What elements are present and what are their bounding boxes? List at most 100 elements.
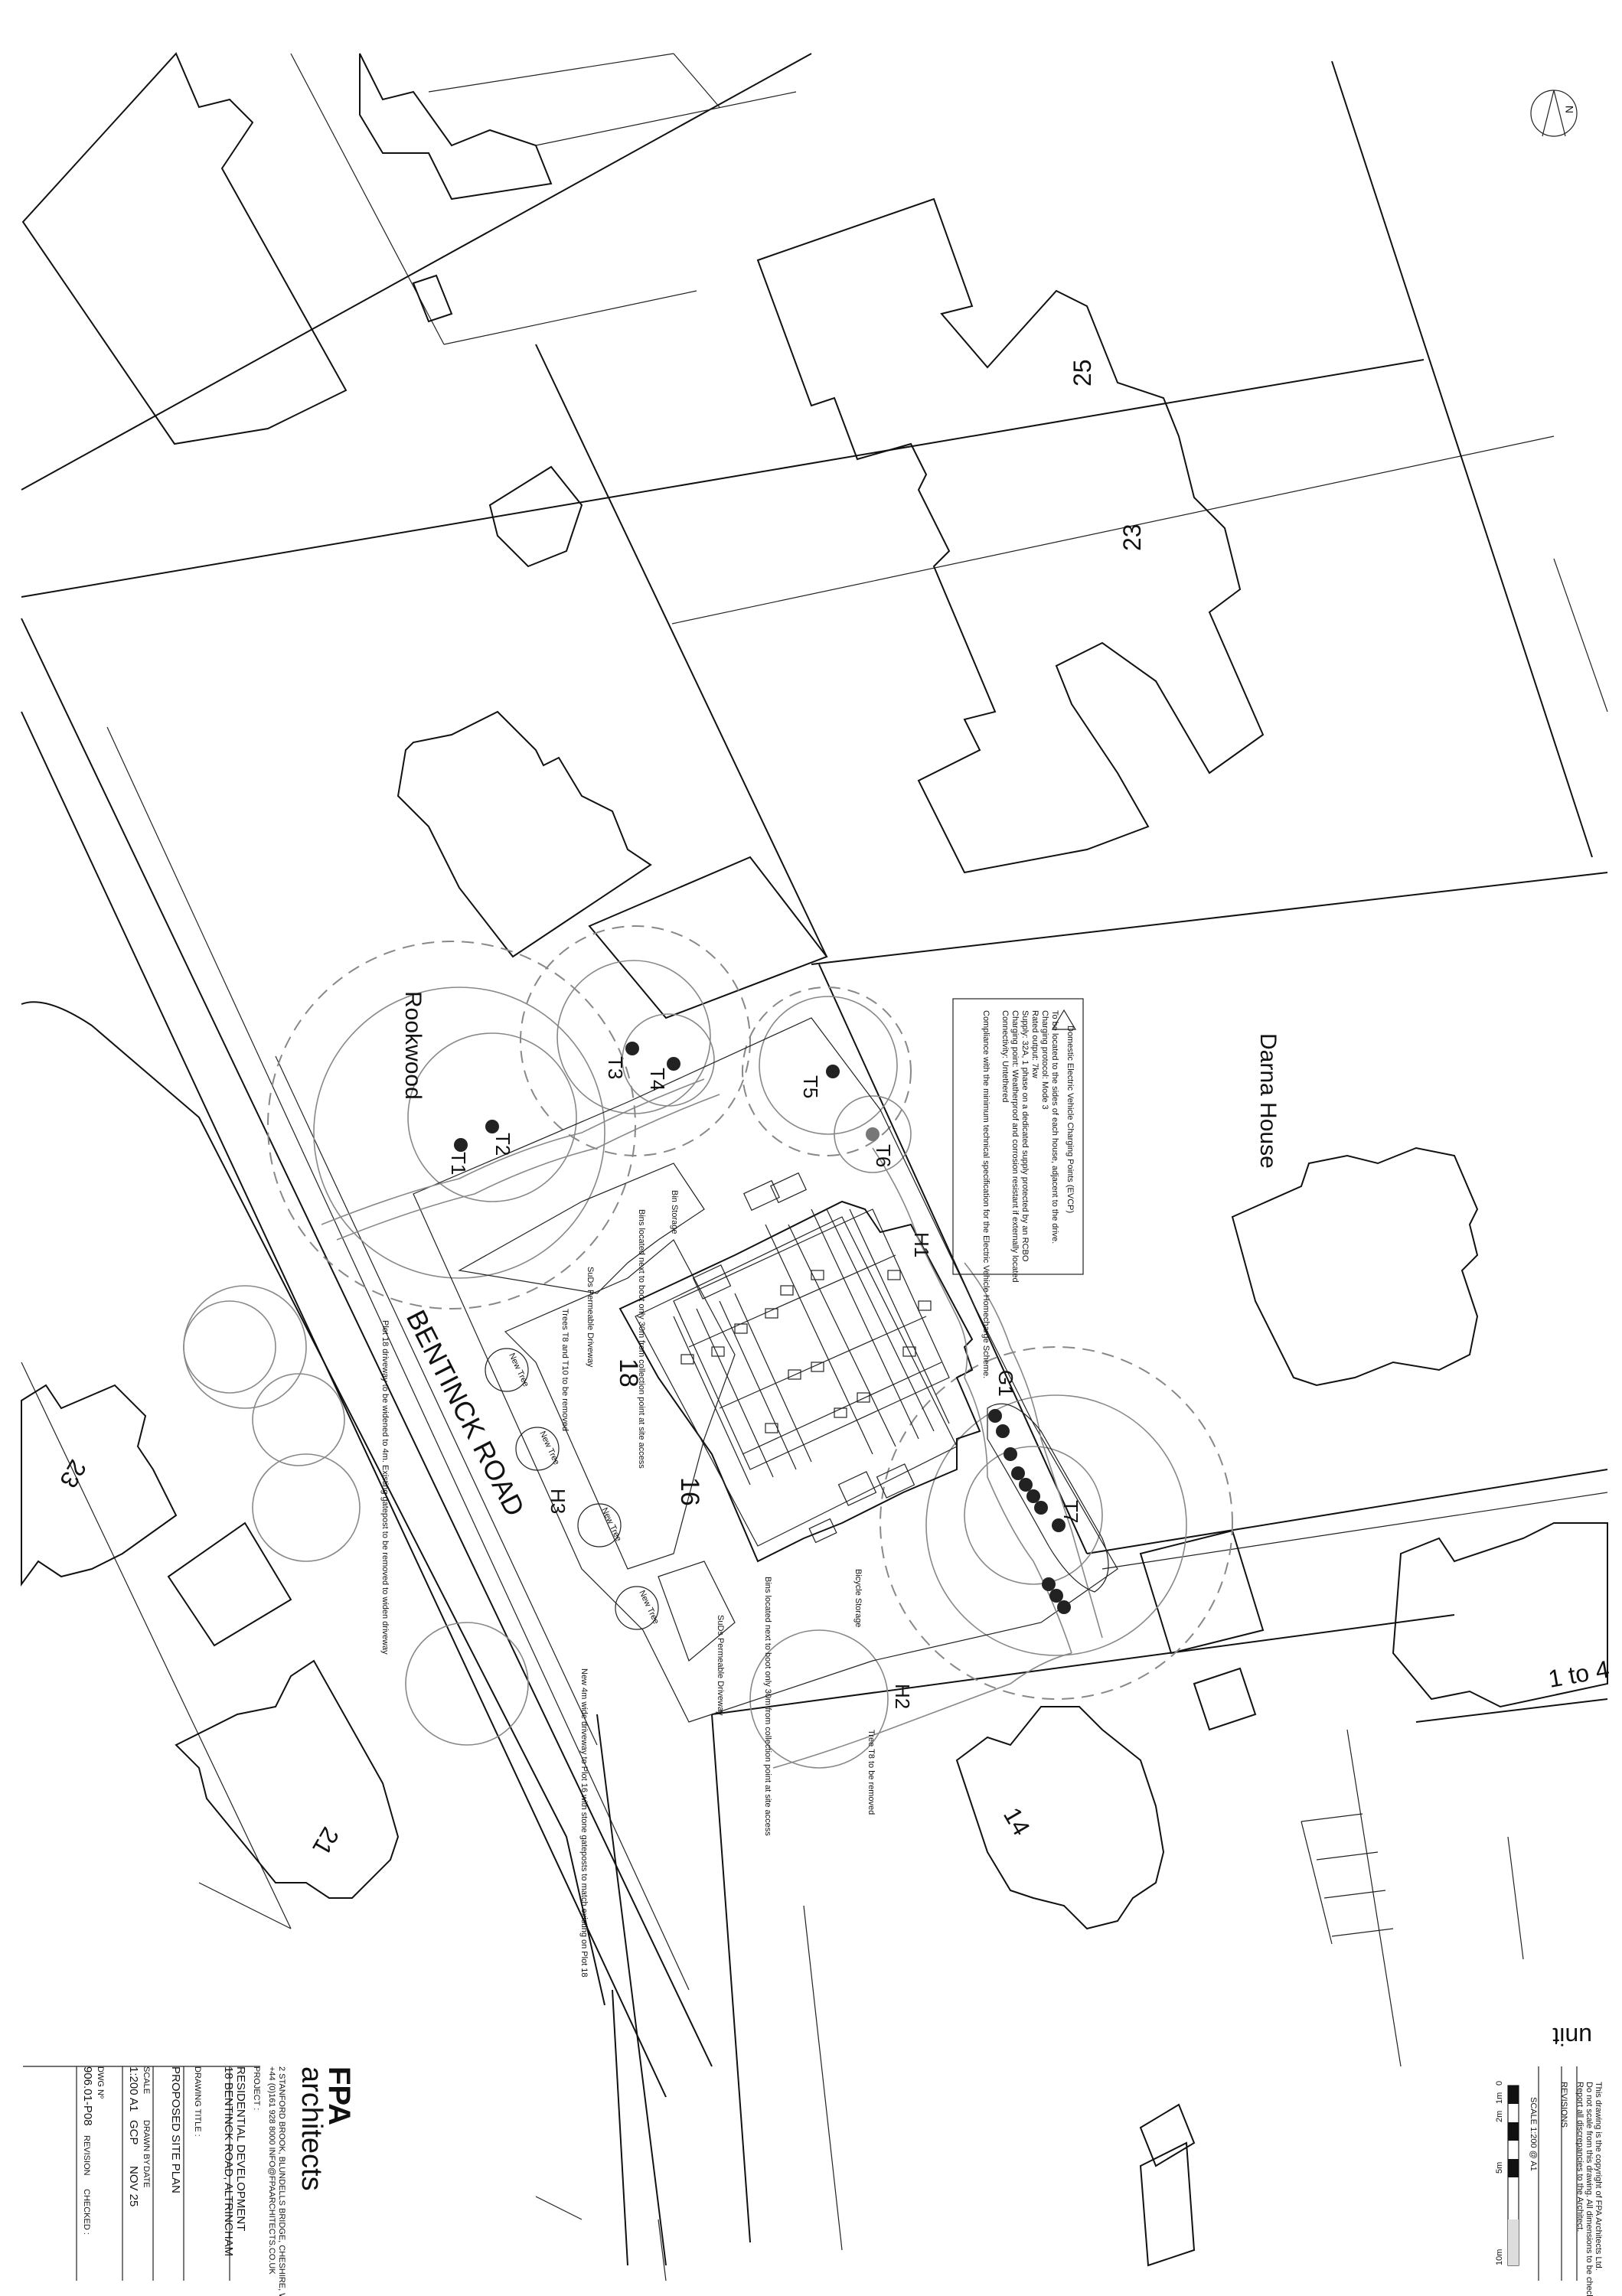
company-contact: +44 (0)161 928 8000 INFO@FPAARCHITECTS.C…	[267, 2066, 276, 2275]
label-t1: T1	[447, 1152, 470, 1175]
bicycle-storage-label: Bicycle Storage	[853, 1569, 863, 1627]
project-line-2: 18 BENTINCK ROAD, ALTRINCHAM	[222, 2066, 235, 2256]
building-rookwood-garage	[588, 856, 828, 1019]
label-t5: T5	[799, 1075, 822, 1098]
suds-driveway-1: SuDs Permeable Driveway	[586, 1267, 595, 1368]
building-21	[175, 1659, 400, 1899]
scale-label: SCALE	[142, 2066, 151, 2094]
ev-note-line-2: Charging protocol: Mode 3	[1040, 1010, 1049, 1110]
label-plot-18: 18	[614, 1358, 643, 1388]
building-rookwood	[397, 710, 652, 958]
project-line-1: RESIDENTIAL DEVELOPMENT	[234, 2066, 247, 2231]
scale-tick-0: 0	[1495, 2081, 1504, 2086]
ev-note-line-3: Rated output: 7kw	[1030, 1010, 1039, 1078]
label-house-14: 14	[998, 1803, 1036, 1841]
plot-driveway-note: Plot 18 driveway to be widened to 4m. Ex…	[380, 1320, 390, 1655]
label-h2: H2	[891, 1684, 914, 1709]
title-block-text: FPA architects 2 STANFORD BROOK, BLUNDEL…	[81, 2066, 356, 2296]
revisions-heading: REVISIONS	[1559, 2082, 1568, 2128]
label-g1: G1	[994, 1370, 1017, 1397]
tree-t7-marker	[1052, 1518, 1066, 1532]
bins-note-2: Bins located next to boot only 30m from …	[763, 1577, 772, 1836]
building-darna-house	[1231, 1146, 1479, 1387]
revision-note-1: This drawing is the copyright of FPA Arc…	[1594, 2082, 1603, 2271]
label-house-21: 21	[307, 1823, 344, 1861]
g1-tree-group	[987, 1403, 1109, 1614]
hedges	[321, 1078, 1103, 1769]
label-h1: H1	[910, 1232, 933, 1257]
building-1-to-4	[1392, 1522, 1608, 1708]
scale-value: 1:200 A1	[127, 2066, 140, 2112]
tree-t6-marker	[866, 1127, 880, 1141]
building-25-23	[756, 197, 1265, 874]
north-arrow	[1530, 90, 1578, 137]
ev-note-box	[952, 998, 1084, 1275]
road-edges	[21, 618, 713, 2281]
building-garage-east	[1139, 1529, 1265, 1655]
building-north-mid	[359, 53, 553, 201]
tree-t5-marker	[826, 1065, 840, 1078]
site-boundary	[413, 1017, 1118, 1723]
label-house-25: 25	[1069, 359, 1096, 386]
revision-note-2: Do not scale from this drawing. All dime…	[1584, 2082, 1594, 2296]
scale-bar	[1507, 2085, 1519, 2266]
building-shed-north	[412, 274, 453, 323]
tree-labels: T1 T2 T3 T4 T5 T6 T7 G1 H1 H2 H3	[447, 1056, 1082, 1709]
new-driveway-note: New 4m wide driveway to Plot 16 with sto…	[579, 1668, 589, 1978]
scale-caption: SCALE 1:200 @ A1	[1529, 2097, 1538, 2171]
ev-note-line-7: Compliance with the minimum technical sp…	[981, 1010, 990, 1378]
boundary-lines	[21, 53, 1608, 2251]
date-label: DATE	[142, 2166, 151, 2188]
label-t2: T2	[491, 1133, 514, 1156]
proposed-houses	[618, 1172, 981, 1563]
building-shed-mid	[488, 465, 583, 568]
drawing-title-label: DRAWING TITLE :	[193, 2066, 202, 2137]
dwg-label: DWG Nº	[96, 2066, 105, 2099]
trees-removed-note: Trees T8 and T10 to be removed	[560, 1309, 569, 1431]
new-trees	[485, 1348, 659, 1630]
scale-bar-labels: 0 1m 2m 5m 10m SCALE 1:200 @ A1	[1495, 2081, 1538, 2265]
building-14	[955, 1706, 1165, 1930]
ev-note-text: Domestic Electric Vehicle Charging Point…	[981, 1010, 1075, 1378]
proposed-house-outline-outer	[618, 1200, 981, 1563]
label-1-to-4: 1 to 4	[1546, 1655, 1611, 1693]
tree-t2-marker	[485, 1120, 499, 1133]
ev-note-line-5: Charging point: Weatherproof and corrosi…	[1010, 1010, 1020, 1283]
building-north-left	[21, 52, 348, 445]
new-tree-label-1: New Tree	[507, 1352, 530, 1388]
scale-tick-2m: 2m	[1495, 2111, 1504, 2122]
drawn-by-label: DRAWN BY	[142, 2120, 151, 2166]
drawing-title: PROPOSED SITE PLAN	[169, 2066, 182, 2193]
building-14-garage	[1193, 1667, 1257, 1731]
ev-note-line-4: Supply: 32A, 1 phase on a dedicated supp…	[1020, 1010, 1030, 1262]
label-rookwood: Rookwood	[400, 991, 426, 1100]
tree-t3-marker	[625, 1042, 639, 1055]
logo-architects: architects	[295, 2066, 328, 2191]
company-address: 2 STANFORD BROOK, BLUNDELLS BRIDGE, CHES…	[277, 2066, 286, 2296]
tree-t1-marker	[454, 1138, 468, 1152]
building-bottom-shed	[1139, 2103, 1196, 2167]
revision-text: This drawing is the copyright of FPA Arc…	[1559, 2082, 1603, 2296]
new-tree-label-4: New Tree	[637, 1589, 661, 1626]
checked-label: CHECKED :	[82, 2189, 91, 2235]
date-value: NOV 25	[127, 2166, 140, 2206]
neighbour-buildings	[21, 52, 1608, 2267]
label-t4: T4	[646, 1068, 669, 1091]
suds-driveway-2: SuDs Permeable Driveway	[716, 1615, 725, 1716]
new-tree-label-3: New Tree	[599, 1506, 623, 1543]
title-block	[23, 2066, 260, 2281]
label-t7: T7	[1059, 1500, 1082, 1523]
label-t6: T6	[872, 1144, 895, 1167]
building-23-left	[21, 1384, 178, 1587]
ev-note-title: Domestic Electric Vehicle Charging Point…	[1066, 1026, 1075, 1213]
tree-t4-marker	[667, 1057, 680, 1071]
site-outline	[413, 1017, 1118, 1723]
tree-canopies	[183, 925, 1233, 1769]
new-tree-label-2: New Tree	[537, 1430, 561, 1466]
label-h3: H3	[547, 1489, 569, 1514]
revision-note-3: Report all discrepancies to the Architec…	[1575, 2082, 1584, 2232]
bins-note-1: Bins located next to boot only 30m from …	[637, 1209, 646, 1469]
label-plot-16: 16	[675, 1477, 704, 1506]
tree-markers	[454, 1042, 1066, 1532]
